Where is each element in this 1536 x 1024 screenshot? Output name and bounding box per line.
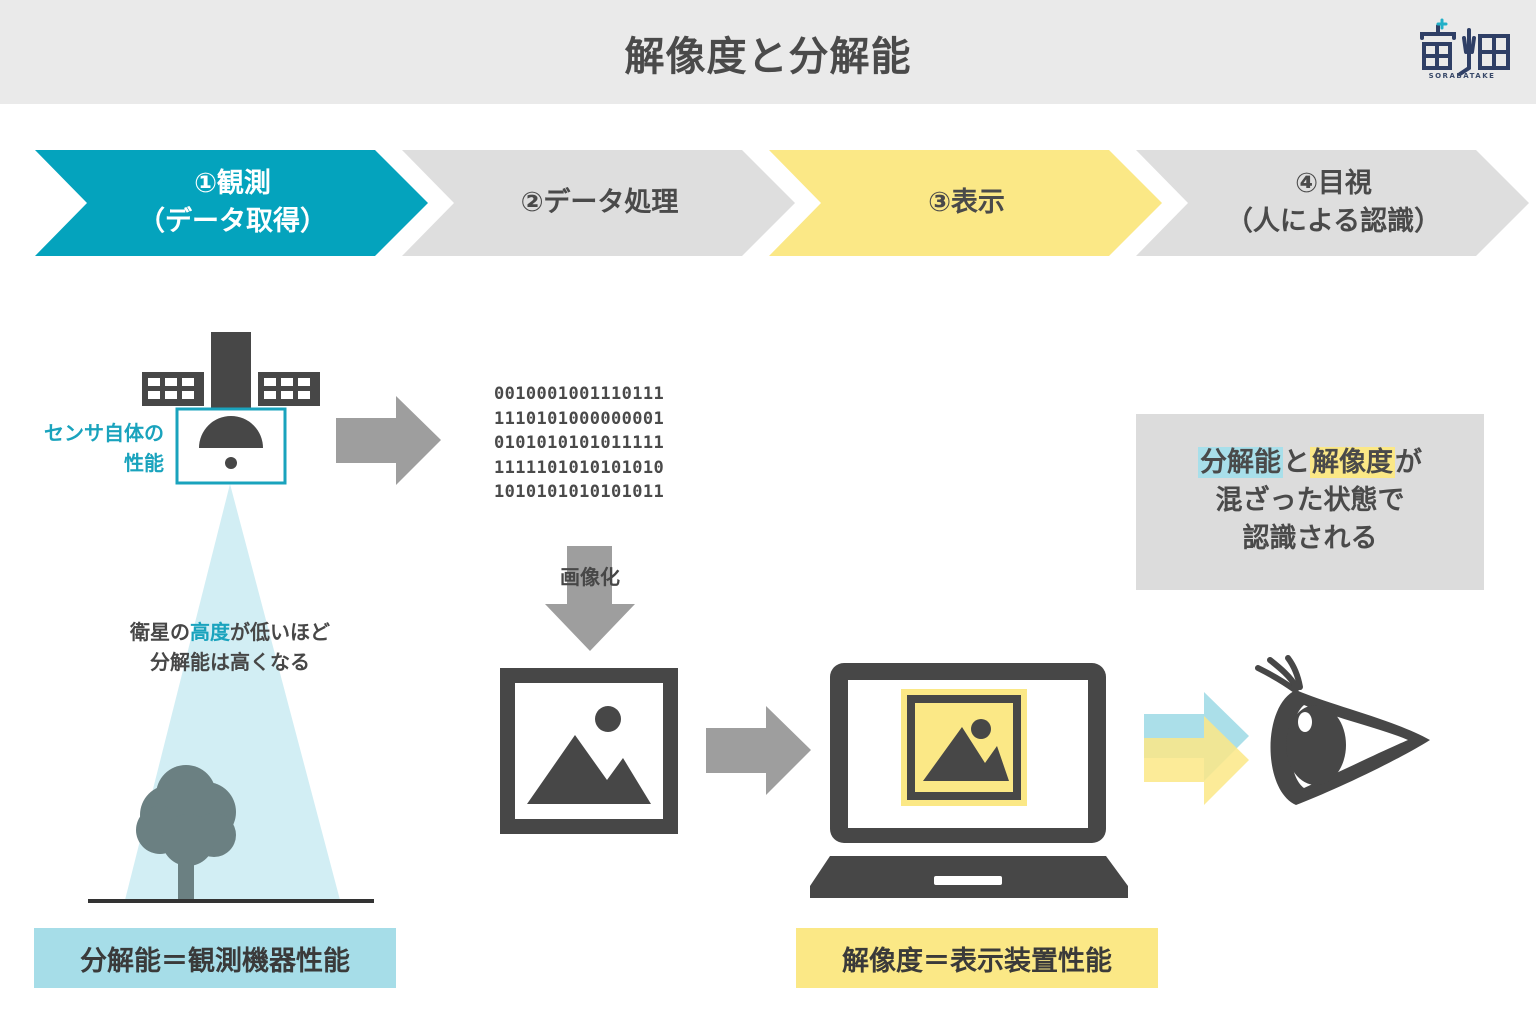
binary-row: 1110101000000001: [494, 408, 665, 429]
altitude-highlight: 高度: [190, 620, 230, 644]
recognition-note-line1: 分解能と解像度が: [1136, 444, 1484, 482]
resolving-power-caption: 分解能＝観測機器性能: [34, 928, 396, 988]
step-title: ④目視: [1295, 168, 1372, 199]
image-frame-icon: [500, 668, 678, 834]
binary-row: 1010101010101011: [494, 482, 665, 502]
step-title: ②データ処理: [520, 187, 679, 218]
arrow-down-icon: [545, 546, 635, 651]
altitude-note-pre: 衛星の: [130, 620, 190, 644]
resolution-highlight: 解像度: [1310, 447, 1395, 478]
tree-icon: [136, 765, 236, 900]
header-bar: 解像度と分解能 SORABATAKE: [0, 0, 1536, 104]
note-connector: と: [1283, 447, 1310, 478]
altitude-note-line1: 衛星の高度が低いほど: [60, 617, 400, 647]
binary-row: 0101010101011111: [494, 433, 665, 453]
arrow-right-icon: [706, 706, 811, 795]
resolving-power-highlight: 分解能: [1198, 447, 1283, 478]
resolution-caption: 解像度＝表示装置性能: [796, 928, 1158, 988]
step-data-processing: ②データ処理: [402, 150, 797, 256]
recognition-note: 分解能と解像度が 混ざった状態で 認識される: [1136, 444, 1484, 558]
step-observation: ①観測 （データ取得）: [35, 150, 430, 256]
altitude-note: 衛星の高度が低いほど 分解能は高くなる: [60, 617, 400, 677]
eye-icon: [1255, 655, 1430, 805]
arrow-yellow-icon: [1144, 716, 1249, 805]
recognition-note-line3: 認識される: [1242, 523, 1378, 554]
binary-row: 0010001001110111: [494, 384, 665, 404]
step-subtitle: （データ取得）: [138, 206, 327, 237]
step-label: ①観測 （データ取得）: [75, 150, 390, 256]
step-display: ③表示: [769, 150, 1164, 256]
sensor-label-line1: センサ自体の: [44, 421, 164, 445]
step-label: ④目視 （人による認識）: [1176, 150, 1491, 256]
sensor-label: センサ自体の 性能: [14, 418, 164, 478]
step-title: ①観測: [194, 168, 271, 199]
displayed-image-icon: [901, 689, 1027, 806]
binary-data: 0010001001110111 1110101000000001 010101…: [494, 382, 664, 505]
logo-wordmark: SORABATAKE: [1428, 72, 1496, 80]
satellite-icon: [142, 332, 320, 408]
recognition-note-box: 分解能と解像度が 混ざった状態で 認識される: [1136, 414, 1484, 590]
binary-row: 1111101010101010: [494, 457, 665, 478]
note-particle: が: [1395, 447, 1422, 478]
step-title: ③表示: [928, 187, 1005, 218]
imaging-label: 画像化: [560, 565, 620, 589]
step-label: ③表示: [809, 150, 1124, 256]
arrow-right-icon: [336, 396, 441, 485]
sorabatake-logo: [1420, 18, 1510, 76]
sensor-lens-icon: [225, 457, 237, 469]
sensor-icon: [199, 416, 263, 448]
step-subtitle: （人による認識）: [1225, 206, 1442, 237]
page-title: 解像度と分解能: [624, 34, 912, 80]
sensor-label-line2: 性能: [124, 451, 164, 475]
step-label: ②データ処理: [442, 150, 757, 256]
altitude-note-line2: 分解能は高くなる: [150, 650, 310, 674]
altitude-note-post: が低いほど: [230, 620, 330, 644]
step-visual-check: ④目視 （人による認識）: [1136, 150, 1531, 256]
recognition-note-line2: 混ざった状態で: [1215, 485, 1405, 516]
